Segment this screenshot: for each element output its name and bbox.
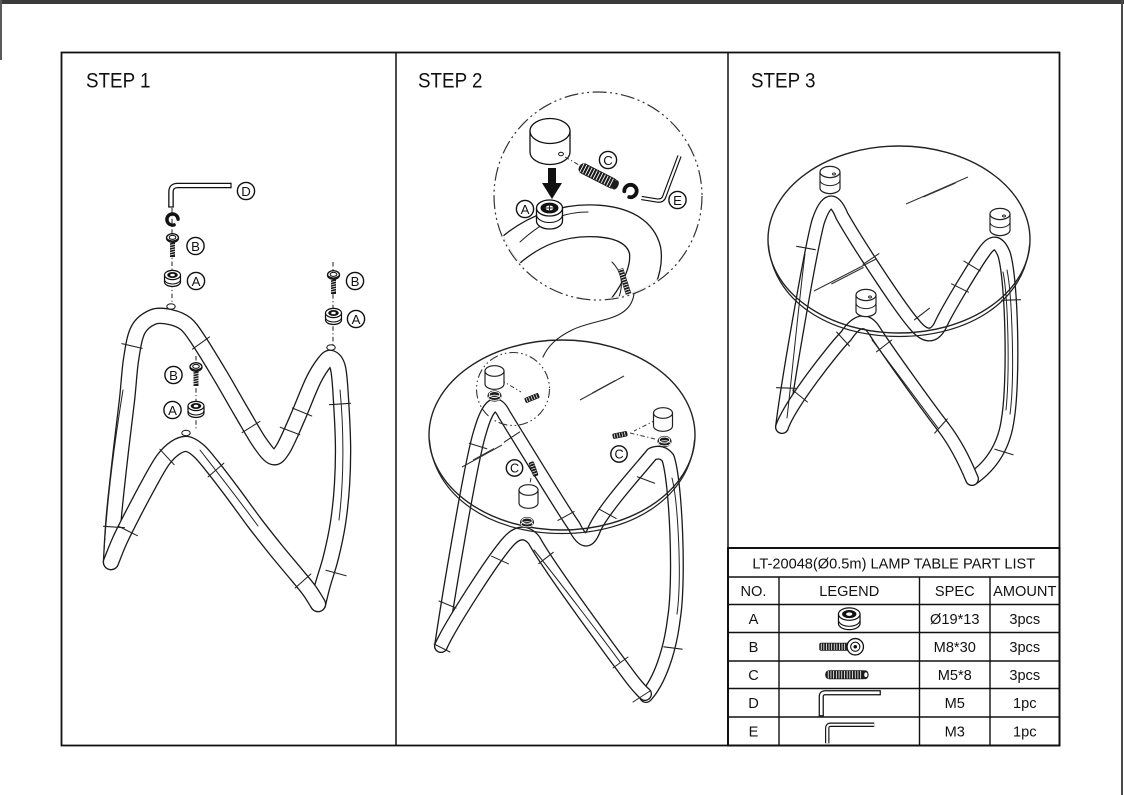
svg-text:M5*8: M5*8 (938, 668, 972, 684)
svg-text:M3: M3 (945, 725, 965, 741)
svg-text:3pcs: 3pcs (1009, 612, 1040, 628)
svg-text:3pcs: 3pcs (1009, 640, 1040, 656)
svg-text:A: A (521, 202, 530, 217)
svg-text:D: D (241, 184, 251, 199)
svg-text:STEP 1: STEP 1 (86, 69, 151, 93)
svg-text:STEP 3: STEP 3 (751, 69, 816, 93)
svg-text:E: E (673, 193, 682, 208)
svg-text:LT-20048(Ø0.5m) LAMP TABLE PAR: LT-20048(Ø0.5m) LAMP TABLE PART LIST (752, 557, 1035, 573)
svg-text:STEP 2: STEP 2 (418, 69, 483, 93)
svg-text:B: B (749, 640, 759, 656)
svg-text:B: B (169, 368, 178, 383)
svg-text:Ø19*13: Ø19*13 (930, 612, 980, 628)
svg-text:B: B (191, 239, 200, 254)
svg-text:B: B (351, 274, 360, 289)
svg-text:C: C (748, 668, 759, 684)
svg-text:C: C (614, 448, 623, 462)
svg-text:C: C (603, 153, 613, 168)
svg-text:LEGEND: LEGEND (819, 584, 879, 600)
svg-text:SPEC: SPEC (935, 584, 975, 600)
svg-text:3pcs: 3pcs (1009, 668, 1040, 684)
svg-text:A: A (168, 403, 177, 418)
svg-text:M8*30: M8*30 (934, 640, 976, 656)
svg-text:E: E (749, 725, 759, 741)
svg-text:1pc: 1pc (1013, 696, 1037, 712)
svg-text:1pc: 1pc (1013, 725, 1037, 741)
svg-text:NO.: NO. (741, 584, 767, 600)
svg-text:A: A (192, 274, 201, 289)
svg-text:AMOUNT: AMOUNT (993, 584, 1056, 600)
svg-text:M5: M5 (945, 696, 965, 712)
svg-text:A: A (749, 612, 759, 628)
svg-text:D: D (748, 696, 759, 712)
svg-text:C: C (510, 462, 519, 476)
svg-text:A: A (352, 312, 361, 327)
